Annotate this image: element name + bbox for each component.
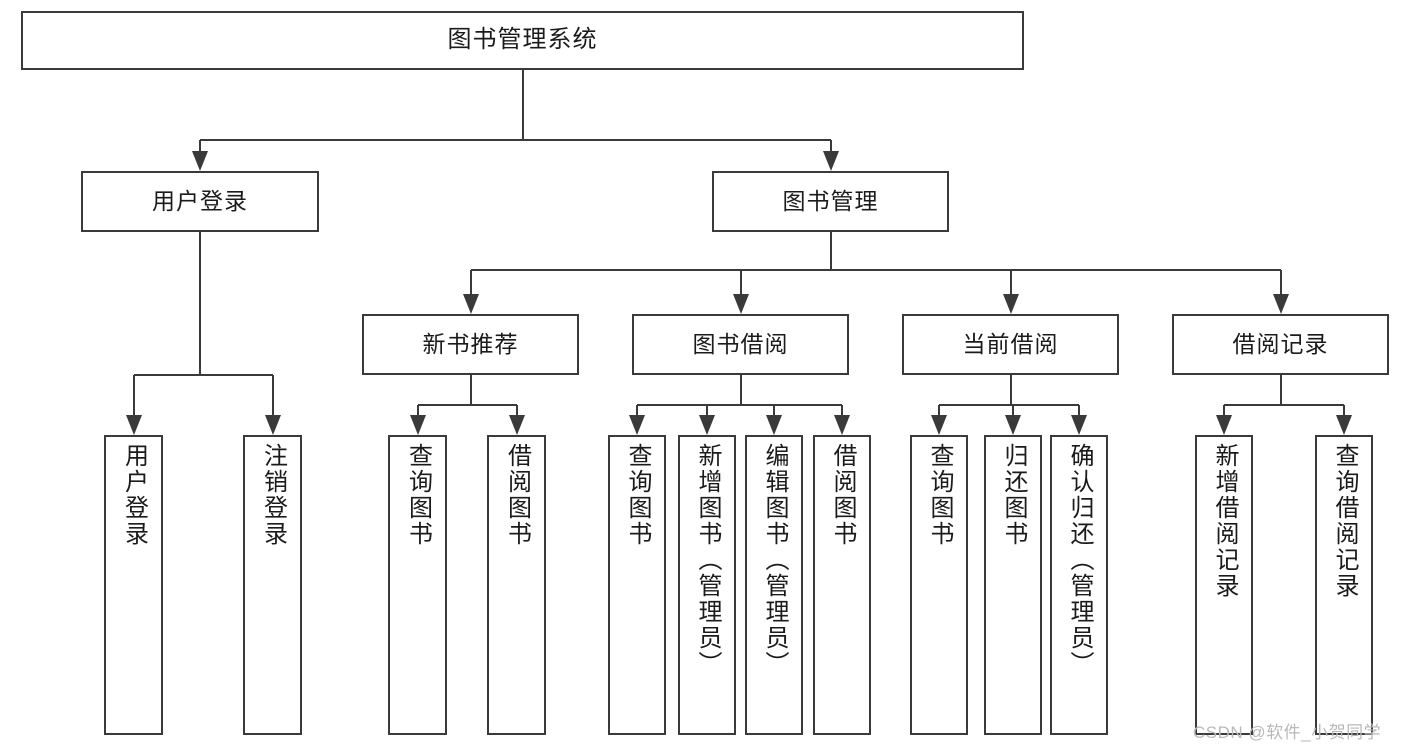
arrow-head-icon: [699, 415, 715, 435]
node-label: 查询借阅记录: [1330, 443, 1358, 599]
connector-line: [1009, 375, 1012, 405]
node-label: 图书管理系统: [447, 26, 598, 54]
node-borrowing-records[interactable]: 借阅记录: [1172, 314, 1389, 375]
node-current-borrowing[interactable]: 当前借阅: [902, 314, 1119, 375]
node-label: 确认归还（管理员）: [1065, 443, 1093, 677]
leaf-query-books-borrow[interactable]: 查询图书: [608, 435, 666, 735]
node-root-book-management-system[interactable]: 图书管理系统: [21, 11, 1024, 70]
connector-line: [1012, 405, 1014, 415]
connector-line: [1223, 405, 1225, 415]
connector-line: [1009, 270, 1012, 294]
leaf-return-books[interactable]: 归还图书: [984, 435, 1042, 735]
leaf-borrow-books-recommend[interactable]: 借阅图书: [487, 435, 546, 735]
connector-line: [133, 374, 273, 376]
connector-line: [199, 140, 201, 151]
node-label: 编辑图书（管理员）: [760, 443, 788, 677]
node-label: 借阅记录: [1232, 330, 1329, 357]
connector-line: [939, 404, 1079, 406]
connector-line: [469, 270, 472, 294]
arrow-head-icon: [629, 415, 645, 435]
connector-line: [841, 405, 843, 415]
arrow-head-icon: [508, 415, 525, 435]
watermark: CSDN @软件_小贺同学: [1193, 723, 1382, 742]
leaf-query-books-recommend[interactable]: 查询图书: [388, 435, 447, 735]
node-label: 归还图书: [999, 443, 1027, 547]
connector-line: [1279, 375, 1282, 405]
arrow-head-icon: [1005, 415, 1021, 435]
connector-line: [416, 405, 419, 415]
leaf-add-borrow-record[interactable]: 新增借阅记录: [1195, 435, 1253, 735]
arrow-head-icon: [264, 415, 281, 435]
connector-line: [1279, 270, 1282, 294]
connector-line: [938, 405, 940, 415]
arrow-head-icon: [125, 415, 142, 435]
leaf-query-borrow-record[interactable]: 查询借阅记录: [1315, 435, 1373, 735]
connector-line: [637, 404, 842, 406]
node-new-book-recommendation[interactable]: 新书推荐: [362, 314, 579, 375]
connector-line: [739, 375, 742, 405]
leaf-user-login[interactable]: 用户登录: [104, 435, 163, 735]
node-label: 注销登录: [259, 443, 287, 547]
connector-line: [1078, 405, 1080, 415]
node-label: 借阅图书: [503, 443, 531, 547]
arrow-head-icon: [766, 415, 782, 435]
node-book-borrowing[interactable]: 图书借阅: [632, 314, 849, 375]
leaf-logout[interactable]: 注销登录: [243, 435, 302, 735]
arrow-head-icon: [822, 151, 839, 171]
connector-line: [417, 404, 517, 406]
node-label: 查询图书: [404, 443, 432, 547]
arrow-head-icon: [931, 415, 947, 435]
arrow-head-icon: [1002, 294, 1019, 314]
connector-line: [521, 70, 524, 140]
connector-line: [829, 140, 832, 151]
connector-line: [469, 375, 472, 405]
connector-line: [773, 405, 775, 415]
leaf-borrow-books[interactable]: 借阅图书: [813, 435, 871, 735]
node-label: 查询图书: [925, 443, 953, 547]
node-label: 新增图书（管理员）: [693, 443, 721, 677]
connector-line: [200, 139, 831, 141]
connector-line: [199, 232, 201, 375]
node-label: 新增借阅记录: [1210, 443, 1238, 599]
connector-line: [1343, 405, 1345, 415]
leaf-edit-book-admin[interactable]: 编辑图书（管理员）: [745, 435, 803, 735]
connector-line: [132, 375, 135, 415]
arrow-head-icon: [1336, 415, 1352, 435]
arrow-head-icon: [462, 294, 479, 314]
arrow-head-icon: [1216, 415, 1232, 435]
node-label: 借阅图书: [828, 443, 856, 547]
arrow-head-icon: [192, 151, 208, 171]
node-label: 查询图书: [623, 443, 651, 547]
node-label: 当前借阅: [962, 330, 1059, 357]
connector-line: [515, 405, 518, 415]
connector-line: [706, 405, 708, 415]
arrow-head-icon: [1071, 415, 1087, 435]
node-book-management[interactable]: 图书管理: [712, 171, 949, 232]
connector-line: [470, 269, 1281, 271]
leaf-add-book-admin[interactable]: 新增图书（管理员）: [678, 435, 736, 735]
node-label: 新书推荐: [422, 330, 519, 357]
connector-line: [1224, 404, 1344, 406]
arrow-head-icon: [1272, 294, 1289, 314]
node-label: 图书借阅: [692, 330, 789, 357]
arrow-head-icon: [409, 415, 426, 435]
node-label: 用户登录: [120, 443, 148, 547]
connector-line: [739, 270, 742, 294]
node-label: 用户登录: [152, 187, 248, 214]
connector-line: [271, 375, 274, 415]
arrow-head-icon: [834, 415, 850, 435]
leaf-confirm-return-admin[interactable]: 确认归还（管理员）: [1050, 435, 1108, 735]
leaf-query-books-current[interactable]: 查询图书: [910, 435, 968, 735]
connector-line: [636, 405, 638, 415]
arrow-head-icon: [732, 294, 749, 314]
node-user-login[interactable]: 用户登录: [81, 171, 319, 232]
connector-line: [829, 232, 832, 270]
node-label: 图书管理: [782, 187, 879, 214]
